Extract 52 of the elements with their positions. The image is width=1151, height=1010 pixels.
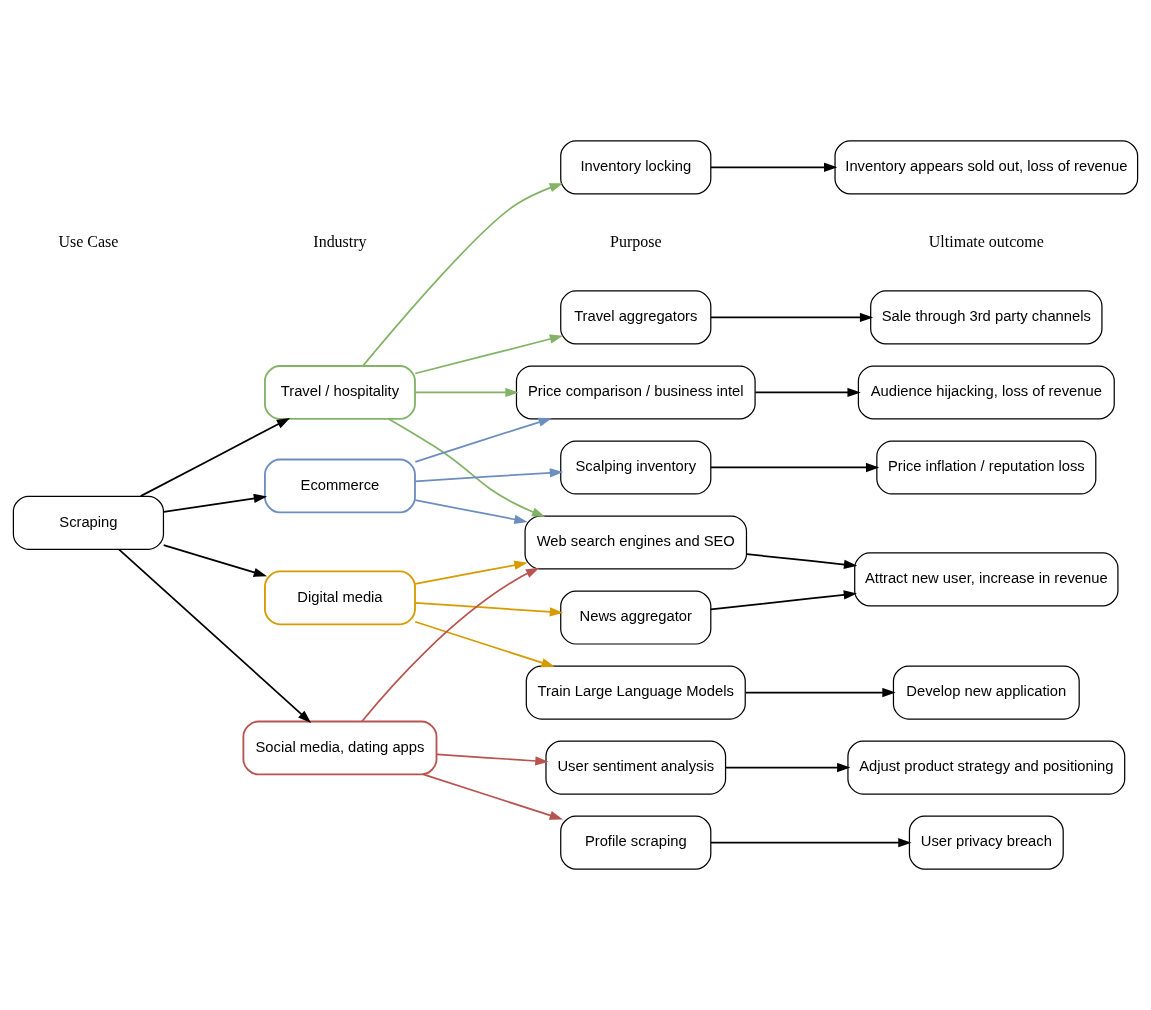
arrow <box>361 567 540 723</box>
node-box: Attract new user, increase in revenue <box>854 552 1119 607</box>
arrow <box>414 499 528 524</box>
node-box: Web search engines and SEO <box>524 515 748 570</box>
node-box: Scalping inventory <box>560 440 712 495</box>
node-box: News aggregator <box>560 590 712 645</box>
label: Ultimate outcome <box>928 232 1044 250</box>
arrow <box>387 418 546 517</box>
arrow <box>414 620 555 668</box>
node-box: Scraping <box>12 495 165 550</box>
arrow <box>754 387 861 398</box>
arrow <box>414 417 552 463</box>
arrow <box>422 773 563 820</box>
arrow <box>162 493 268 513</box>
arrow <box>709 312 874 323</box>
arrow <box>435 753 549 766</box>
node-box: Price inflation / reputation loss <box>876 440 1097 495</box>
node-box: Train Large Language Models <box>525 665 746 720</box>
arrow <box>709 837 912 848</box>
node-box: Develop new application <box>892 665 1080 720</box>
arrow <box>118 548 312 723</box>
node-box: User privacy breach <box>908 815 1064 870</box>
arrow <box>414 334 564 375</box>
arrow <box>414 601 564 617</box>
node-box: Inventory appears sold out, loss of revenue <box>834 140 1139 195</box>
arrow <box>709 162 838 173</box>
label: Purpose <box>610 232 662 250</box>
label: Industry <box>313 232 367 250</box>
node-box: Travel aggregators <box>560 290 712 345</box>
node-box: User sentiment analysis <box>545 740 727 795</box>
arrow <box>162 544 267 577</box>
arrow <box>414 387 519 398</box>
node-box: Travel / hospitality <box>264 365 416 420</box>
arrow <box>414 468 564 483</box>
node-box: Audience hijacking, loss of revenue <box>857 365 1115 420</box>
arrow <box>414 560 528 585</box>
node-box: Price comparison / business intel <box>515 365 756 420</box>
node-box: Inventory locking <box>560 140 712 195</box>
arrow <box>709 590 858 611</box>
arrow <box>744 687 896 698</box>
node-box: Digital media <box>264 570 416 626</box>
arrow <box>139 417 291 497</box>
arrow <box>724 762 851 773</box>
arrow <box>709 462 880 473</box>
node-box: Social media, dating apps <box>242 720 438 776</box>
node-box: Ecommerce <box>264 458 416 514</box>
label: Use Case <box>58 232 119 250</box>
arrow <box>745 553 858 570</box>
node-box: Adjust product strategy and positioning <box>847 740 1126 795</box>
node-box: Profile scraping <box>560 815 712 870</box>
arrow <box>362 183 563 367</box>
node-box: Sale through 3rd party channels <box>870 290 1103 345</box>
